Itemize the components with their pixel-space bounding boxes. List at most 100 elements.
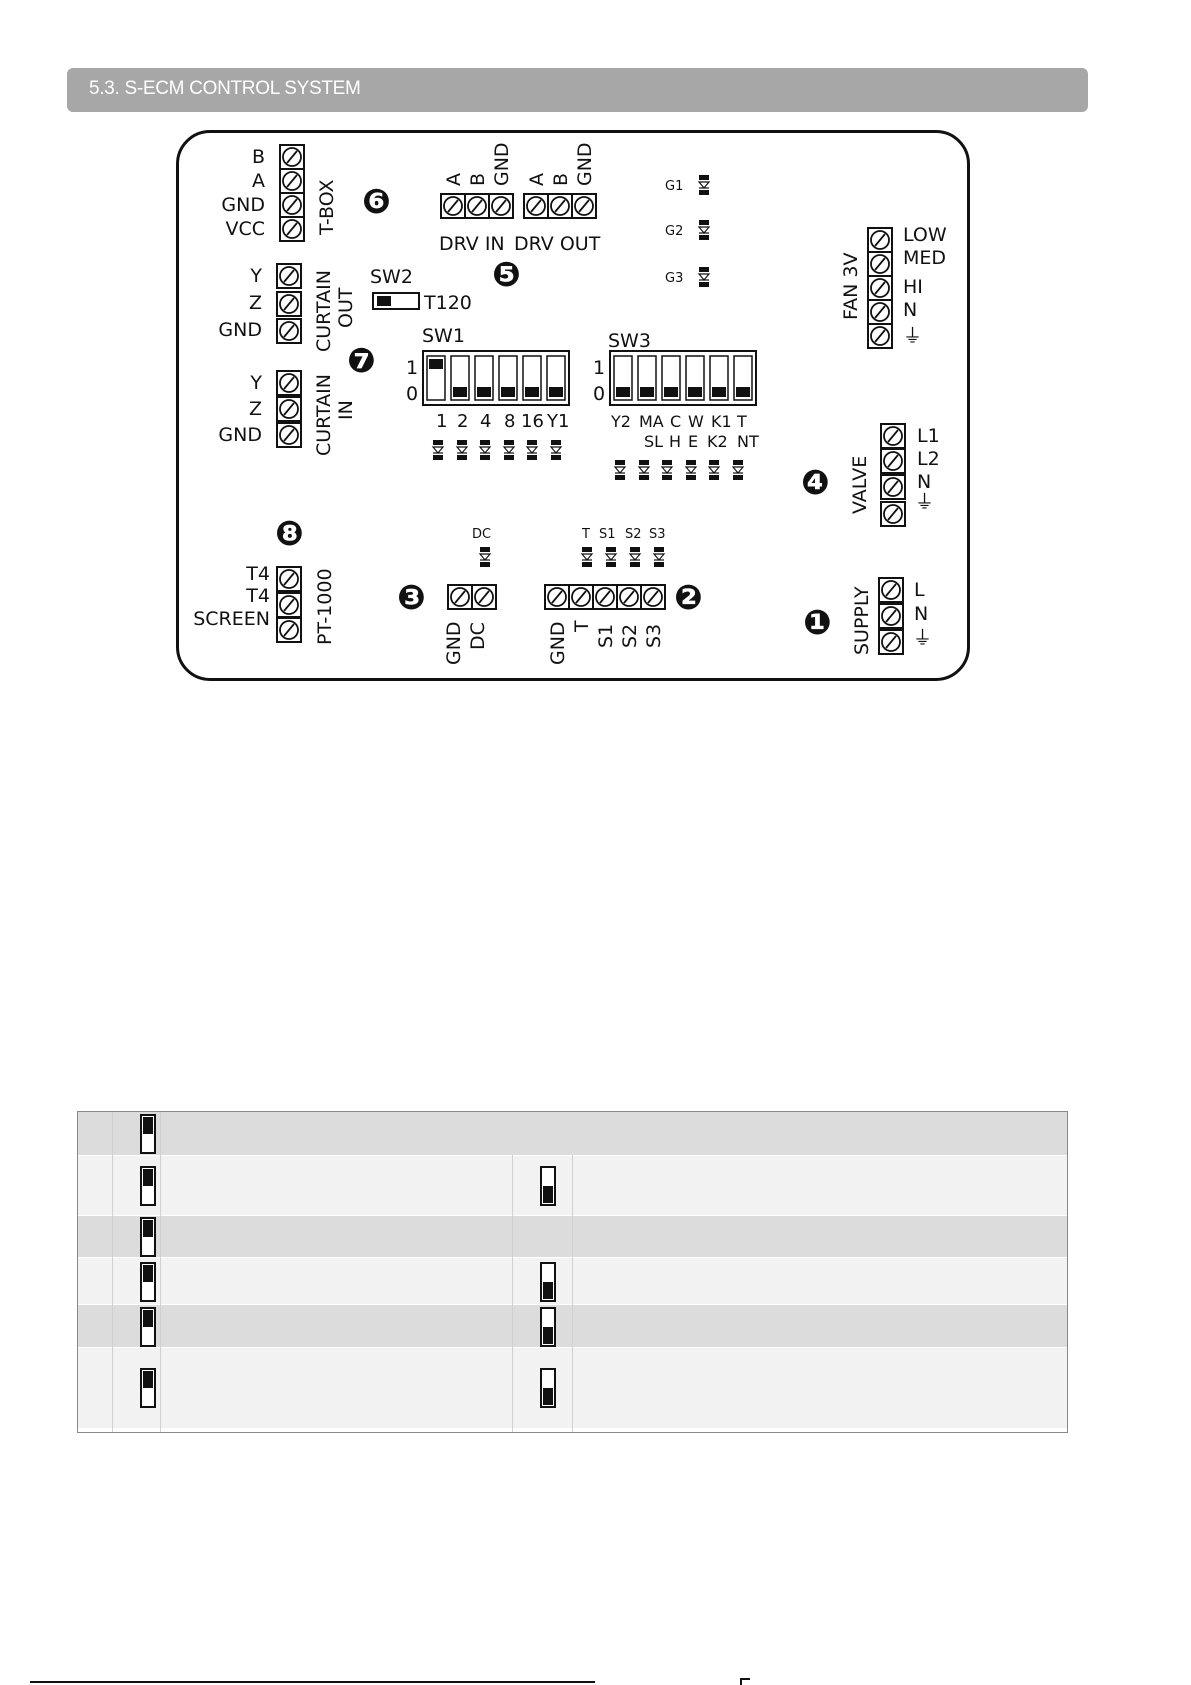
pt1000-label: PT-1000 xyxy=(314,568,336,645)
supply-pin-label: N xyxy=(914,603,928,625)
terminal-screw xyxy=(568,584,594,610)
terminal-screw xyxy=(276,422,302,448)
sensor-terminal-block: T S1 S2 S3 ❷ GND T S1 S2 S3 xyxy=(544,527,703,665)
sw3-label: SW3 xyxy=(608,330,651,352)
tbox-label: T-BOX xyxy=(316,180,338,237)
curtain-in-label2: IN xyxy=(335,400,357,420)
sensor-led-label: S1 xyxy=(599,527,616,542)
led-icon xyxy=(698,266,710,288)
led-icon xyxy=(708,459,720,481)
badge-1-icon: ❶ xyxy=(803,603,832,643)
supply-terminal-block: L N ⏚ SUPPLY ❶ xyxy=(803,577,932,655)
switch-settings-table xyxy=(77,1111,1068,1433)
terminal-screw xyxy=(276,592,302,618)
led-label: G2 xyxy=(665,224,683,239)
drv-pin-label: A xyxy=(526,173,548,186)
valve-pin-label: L2 xyxy=(917,448,940,470)
terminal-screw xyxy=(440,193,466,219)
sensor-pin-label: S2 xyxy=(619,624,641,648)
sw1-zero-label: 0 xyxy=(406,383,418,405)
sw3-pos-label: NT xyxy=(737,432,759,451)
ground-icon: ⏚ xyxy=(903,325,922,347)
dc-led-label: DC xyxy=(472,527,491,542)
badge-5-icon: ❺ xyxy=(492,255,521,295)
curtain-out-terminal-block: Y Z GND CURTAIN OUT ❼ xyxy=(218,263,376,381)
sw3-zero-label: 0 xyxy=(593,383,605,405)
sw1-pos-label: 16 xyxy=(521,411,544,432)
dip-lever-knob xyxy=(525,387,539,397)
sw1-one-label: 1 xyxy=(406,357,418,379)
dc-pin-label: DC xyxy=(467,622,489,650)
control-board-diagram: B A GND VCC T-BOX ❻ A B GND A B GND DRV … xyxy=(193,142,947,665)
led-icon xyxy=(732,459,744,481)
terminal-screw xyxy=(880,448,906,474)
g-leds: G1 G2 G3 xyxy=(665,174,710,288)
terminal-screw xyxy=(276,370,302,396)
dip-switch-icon xyxy=(140,1307,156,1347)
fan-label: FAN 3V xyxy=(840,252,862,320)
fan-pin-label: N xyxy=(903,299,917,321)
sw3-dip-switch: SW3 1 0 Y2 MA C W K1 T SL H E K2 NT xyxy=(593,330,759,481)
led-icon xyxy=(661,459,673,481)
dip-lever-knob xyxy=(736,387,750,397)
led-icon xyxy=(638,459,650,481)
terminal-screw xyxy=(616,584,642,610)
sw3-pos-label: W xyxy=(688,412,704,431)
dip-knob xyxy=(143,1265,153,1282)
sensor-led-label: T xyxy=(581,527,590,542)
terminal-screw xyxy=(276,318,302,344)
led-icon xyxy=(550,439,562,461)
sw3-pos-label: T xyxy=(736,412,747,431)
drv-pin-label: B xyxy=(550,173,572,186)
led-label: G3 xyxy=(665,271,683,286)
drv-pin-label: GND xyxy=(574,142,596,186)
tbox-pin-label: GND xyxy=(221,194,265,216)
tbox-terminal-block: B A GND VCC T-BOX ❻ xyxy=(221,144,391,242)
dip-lever-knob xyxy=(453,387,467,397)
led-icon xyxy=(479,439,491,461)
drv-pin-label: GND xyxy=(491,142,513,186)
terminal-screw xyxy=(867,251,893,277)
sensor-led-label: S2 xyxy=(625,527,642,542)
terminal-screw xyxy=(279,216,305,242)
terminal-screw xyxy=(544,584,570,610)
terminal-screw xyxy=(592,584,618,610)
sw3-pos-label: K2 xyxy=(707,432,728,451)
led-icon xyxy=(653,546,665,568)
column-divider xyxy=(572,1155,573,1432)
dc-terminal-block: DC ❸ GND DC xyxy=(397,527,497,665)
terminal-screw xyxy=(880,474,906,500)
sensor-pin-label: T xyxy=(571,620,593,633)
fan-pin-label: LOW xyxy=(903,224,947,246)
terminal-screw xyxy=(878,603,904,629)
sw2-switch: SW2 T120 xyxy=(370,266,472,314)
sw1-dip-switch: SW1 1 0 1 2 4 8 16 Y1 xyxy=(406,325,570,461)
dip-switch-icon xyxy=(140,1114,156,1154)
column-divider xyxy=(512,1155,513,1432)
terminal-screw xyxy=(276,617,302,643)
terminal-screw xyxy=(279,168,305,194)
terminal-screw xyxy=(880,423,906,449)
dip-knob xyxy=(543,1388,553,1405)
led-icon xyxy=(614,459,626,481)
curtain-pin-label: Y xyxy=(249,265,262,287)
terminal-screw xyxy=(640,584,666,610)
drv-terminal-block: A B GND A B GND DRV IN DRV OUT ❺ xyxy=(439,142,601,295)
dip-lever-knob xyxy=(688,387,702,397)
dip-knob xyxy=(143,1117,153,1134)
sw2-value: T120 xyxy=(423,292,472,314)
sw1-pos-label: 2 xyxy=(457,411,468,432)
badge-7-icon: ❼ xyxy=(347,341,376,381)
sw3-pos-label: C xyxy=(670,412,681,431)
fan-terminal-block: LOW MED HI N ⏚ FAN 3V xyxy=(840,224,947,349)
led-icon xyxy=(698,219,710,241)
pt1000-pin-label: T4 xyxy=(245,585,270,607)
dip-lever-knob xyxy=(549,387,563,397)
tbox-pin-label: B xyxy=(252,146,265,168)
sw3-pos-label: E xyxy=(688,432,698,451)
dc-pin-label: GND xyxy=(443,621,465,665)
dip-switch-icon xyxy=(140,1262,156,1302)
badge-3-icon: ❸ xyxy=(397,578,426,618)
sw2-label: SW2 xyxy=(370,266,413,288)
dip-knob xyxy=(143,1220,153,1237)
